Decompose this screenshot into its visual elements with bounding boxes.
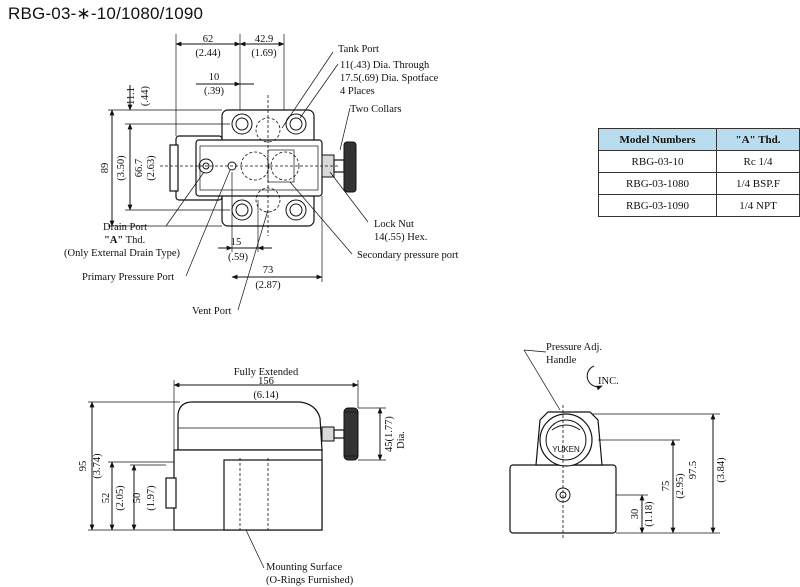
dim-11-1-in: (.44) [140,85,151,106]
dim-95-in: (3.74) [92,453,103,479]
dim-62: 62 [203,34,214,45]
mounting-surface-label: Mounting Surface [266,562,342,573]
dim-89: 89 [100,163,111,174]
table-row: RBG-03-1080 1/4 BSP.F [597,172,800,195]
top-view: 62 (2.44) 42.9 (1.69) 10 (.39) 89 (3.50)… [64,34,459,317]
bolt-holes [231,113,307,221]
dim-42-9: 42.9 [255,34,273,45]
table-cell: 1/4 NPT [716,194,800,217]
dim-30: 30 [630,509,641,520]
side-handle-outer [539,413,593,467]
drawing-title: RBG-03-∗-10/1080/1090 [8,4,204,23]
dim-52: 52 [101,493,112,504]
dim-97-5: 97.5 [688,461,699,479]
secondary-port-label: Secondary pressure port [357,250,459,261]
dim-156: 156 [258,376,274,387]
bonnet [177,401,323,451]
dim-50: 50 [132,493,143,504]
dim-66-7-in: (2.63) [146,155,157,181]
dim-66-7: 66.7 [134,159,145,177]
dim-45-dia: Dia. [396,431,407,449]
front-plug [165,477,177,509]
drain-port-label: Drain Port [103,222,147,233]
only-external-label: (Only External Drain Type) [64,248,180,259]
dim-15-in: (.59) [228,252,249,263]
inc-label: INC. [598,376,619,387]
dim-50-in: (1.97) [146,485,157,511]
table-cell: RBG-03-10 [597,150,718,173]
valve-body [195,139,323,197]
dim-73: 73 [263,265,274,276]
model-table-header: Model Numbers "A" Thd. [597,128,800,151]
dim-52-in: (2.05) [115,485,126,511]
primary-port-label: Primary Pressure Port [82,272,174,283]
dim-15: 15 [231,237,242,248]
table-cell: RBG-03-1090 [597,194,718,217]
dim-62-in: (2.44) [195,48,221,59]
hex-label: 14(.55) Hex. [374,232,427,243]
holes-label-2: 17.5(.69) Dia. Spotface [340,73,439,84]
dim-156-in: (6.14) [253,390,279,401]
a-thd-quote: "A" [104,235,123,246]
dim-11-1: 11.1 [126,87,137,105]
table-cell: 1/4 BSP.F [716,172,800,195]
table-cell: Rc 1/4 [716,150,800,173]
table-row: RBG-03-1090 1/4 NPT [597,194,800,217]
dim-95: 95 [78,461,89,472]
table-cell: RBG-03-1080 [597,172,718,195]
model-table: Model Numbers "A" Thd. RBG-03-10 Rc 1/4 … [597,128,800,217]
front-view: Fully Extended 156 (6.14) 45(1.77) Dia. … [78,367,407,586]
o-rings-label: (O-Rings Furnished) [266,575,354,586]
dim-30-in: (1.18) [644,501,655,527]
tank-port-label: Tank Port [338,44,379,55]
side-view: YUKEN Pressure Adj. Handle INC. 30 (1.18… [509,342,727,540]
adjust-handle [343,141,357,193]
a-thd-suffix: Thd. [123,235,145,246]
fully-extended-label: Fully Extended [234,367,299,378]
holes-label-3: 4 Places [340,86,375,97]
lock-nut-label: Lock Nut [374,219,414,230]
dim-10: 10 [209,72,220,83]
table-row: RBG-03-10 Rc 1/4 [597,150,800,173]
pressure-adj-label-1: Pressure Adj. [546,342,602,353]
two-collars-label: Two Collars [350,104,401,115]
left-cap [169,144,179,192]
front-lock-nut [321,426,335,442]
dim-75: 75 [661,481,672,492]
yuken-brand: YUKEN [552,445,580,454]
dim-10-in: (.39) [204,86,225,97]
dim-42-9-in: (1.69) [251,48,277,59]
header-model-numbers: Model Numbers [597,128,718,151]
front-block [223,459,323,531]
vent-port-label: Vent Port [192,306,231,317]
header-a-thd: "A" Thd. [716,128,800,151]
a-thd-label: "A" Thd. [104,235,145,246]
dim-73-in: (2.87) [255,280,281,291]
pressure-adj-label-2: Handle [546,355,577,366]
holes-label-1: 11(.43) Dia. Through [340,60,430,71]
dim-45: 45(1.77) [384,416,395,452]
dim-89-in: (3.50) [116,155,127,181]
dim-97-5-in: (3.84) [716,457,727,483]
front-handle [343,407,359,461]
dim-75-in: (2.95) [675,473,686,499]
